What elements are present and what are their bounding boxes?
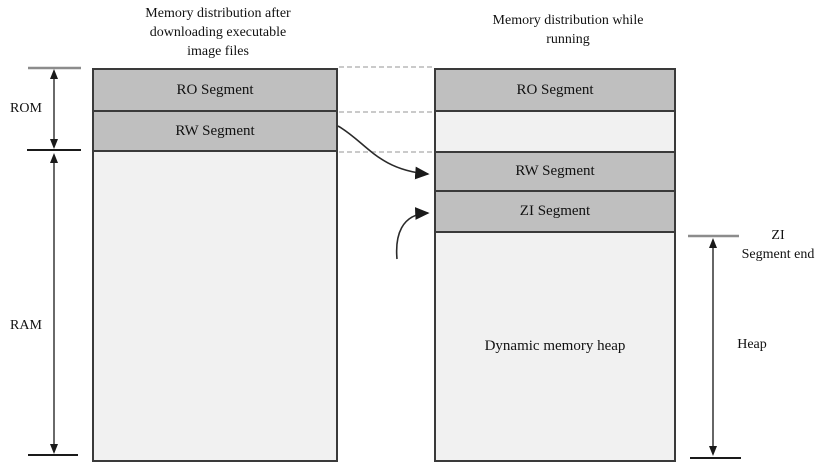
ro-segment-left: RO Segment: [94, 70, 336, 112]
left-column-title: Memory distribution after downloading ex…: [145, 6, 291, 59]
dynamic-memory-heap: Dynamic memory heap: [436, 233, 674, 460]
ram-label: RAM: [10, 318, 42, 333]
rw-mapping-arrow: [337, 125, 430, 180]
rom-extent-arrow: [50, 69, 58, 149]
zi-segment-end-label: ZI Segment end: [741, 228, 815, 262]
empty-ram-area-left: [94, 152, 336, 460]
zi-segment-right: ZI Segment: [436, 192, 674, 233]
rw-segment-left: RW Segment: [94, 112, 336, 152]
memory-column-after-download: RO Segment RW Segment: [92, 68, 338, 462]
ro-segment-left-label: RO Segment: [176, 81, 254, 98]
right-column-title: Memory distribution while running: [492, 13, 644, 47]
memory-column-running: RO Segment RW Segment ZI Segment Dynamic…: [434, 68, 676, 462]
ro-segment-right-label: RO Segment: [516, 81, 594, 98]
gap-area-right: [436, 112, 674, 153]
dynamic-memory-heap-label: Dynamic memory heap: [484, 338, 626, 354]
rw-segment-left-label: RW Segment: [175, 122, 255, 139]
rom-label: ROM: [10, 101, 42, 116]
dashed-connector-lines: [339, 66, 433, 153]
rw-segment-right-label: RW Segment: [515, 163, 595, 179]
rw-segment-right: RW Segment: [436, 153, 674, 192]
zi-segment-right-label: ZI Segment: [519, 203, 591, 219]
zi-mapping-arrow: [395, 207, 430, 260]
left-tick-marks: [27, 66, 81, 456]
ro-segment-right: RO Segment: [436, 70, 674, 112]
heap-label: Heap: [737, 337, 767, 352]
ram-extent-arrow: [50, 153, 58, 454]
heap-extent-arrow: [709, 238, 717, 456]
